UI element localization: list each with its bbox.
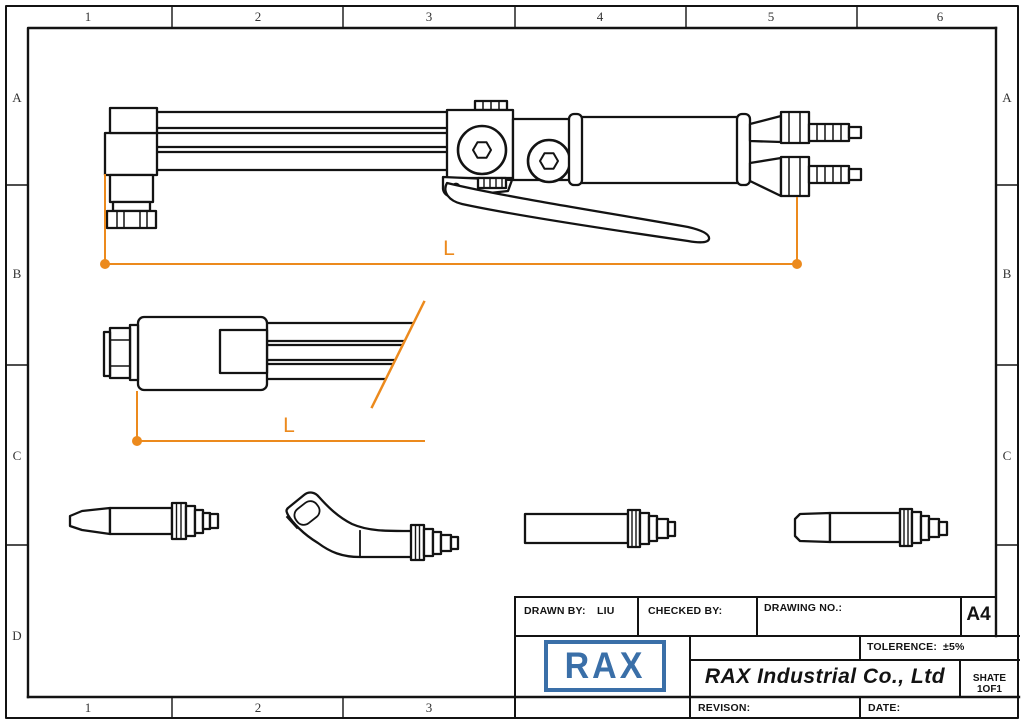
row-label-left-d: D xyxy=(12,628,22,643)
row-label-left-a: A xyxy=(12,90,22,105)
drawn-by-label: DRAWN BY: xyxy=(524,605,586,617)
column-label-bottom-1: 1 xyxy=(84,700,92,715)
nozzle-tip-bent xyxy=(285,491,460,562)
column-label-top-3: 3 xyxy=(425,9,433,24)
drawn-by-value: LIU xyxy=(597,605,615,617)
row-label-right-c: C xyxy=(1002,448,1012,463)
column-label-top-2: 2 xyxy=(254,9,262,24)
length-dimension-view1 xyxy=(100,174,802,269)
column-label-top-5: 5 xyxy=(767,9,775,24)
company-name: RAX Industrial Co., Ltd xyxy=(704,665,946,688)
nozzle-tip-straight xyxy=(523,508,677,549)
tolerance-value: ±5% xyxy=(943,641,965,653)
revision-label: REVISON: xyxy=(698,702,751,714)
cutting-torch-side-view xyxy=(103,99,863,244)
company-logo-text: RAX xyxy=(564,644,646,686)
row-label-right-a: A xyxy=(1002,90,1012,105)
length-dimension-view2 xyxy=(132,300,426,446)
paper-size: A4 xyxy=(966,604,991,625)
tolerance-label: TOLERENCE: xyxy=(867,641,938,653)
column-label-top-6: 6 xyxy=(936,9,944,24)
row-label-left-c: C xyxy=(12,448,22,463)
sheet-number: SHATE 1OF1 xyxy=(972,673,1007,695)
checked-by-label: CHECKED BY: xyxy=(648,605,723,617)
nozzle-tip-conical xyxy=(68,501,220,541)
column-label-bottom-2: 2 xyxy=(254,700,262,715)
nozzle-tip-tapered xyxy=(793,507,949,548)
sheet-border xyxy=(5,5,1021,719)
row-label-left-b: B xyxy=(12,266,22,281)
company-logo: RAX xyxy=(544,640,666,692)
drawing-no-label: DRAWING NO.: xyxy=(764,602,843,614)
column-label-top-1: 1 xyxy=(84,9,92,24)
date-label: DATE: xyxy=(868,702,901,714)
dimension-label-view1: L xyxy=(443,237,455,260)
dimension-label-view2: L xyxy=(283,414,295,437)
row-label-right-b: B xyxy=(1002,266,1012,281)
column-label-bottom-3: 3 xyxy=(425,700,433,715)
torch-head-assembly-view xyxy=(102,315,414,392)
column-label-top-4: 4 xyxy=(596,9,604,24)
title-block-grid xyxy=(514,596,1020,719)
